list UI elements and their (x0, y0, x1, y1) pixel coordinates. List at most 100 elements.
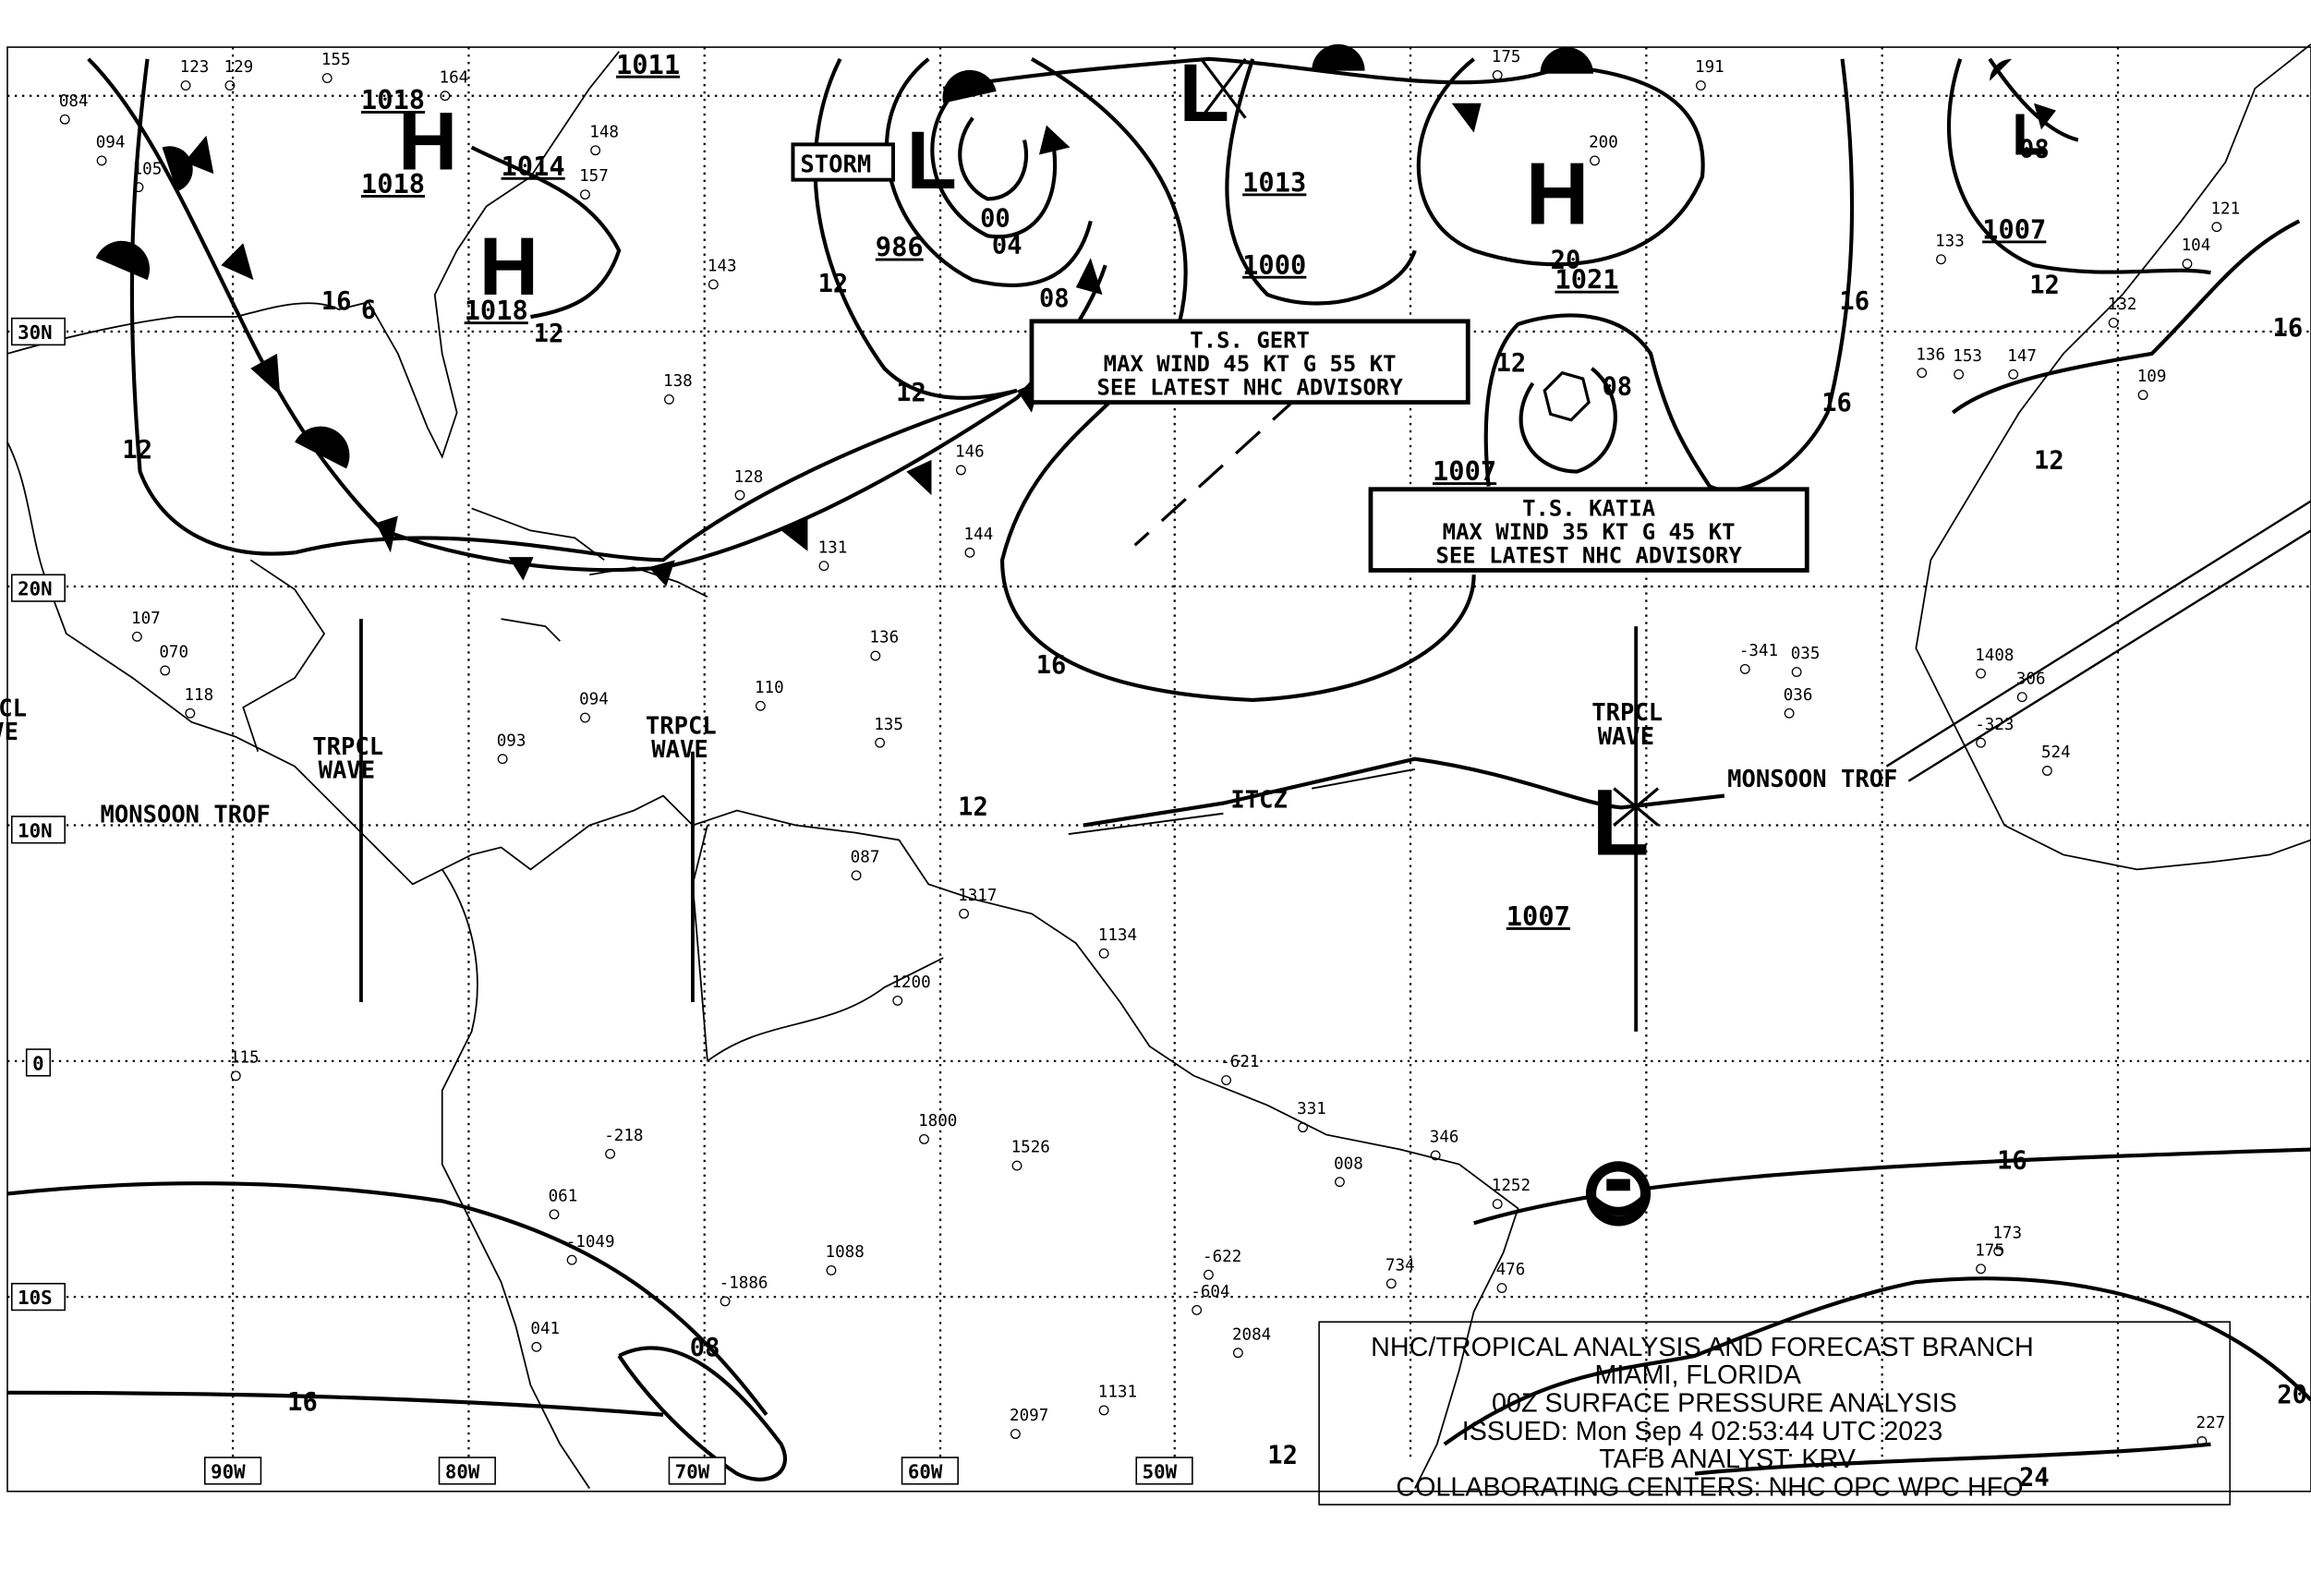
station-value: 2084 (1232, 1325, 1271, 1344)
station-marker-icon (131, 631, 142, 642)
station-value: 128 (734, 468, 764, 487)
station-marker-icon (96, 155, 107, 166)
storm-advisory: SEE LATEST NHC ADVISORY (1096, 375, 1403, 401)
station-marker-icon (180, 80, 191, 91)
station-value: 346 (1430, 1129, 1459, 1147)
station-value: 476 (1496, 1261, 1526, 1279)
station-marker-icon (1010, 1429, 1021, 1439)
station-value: 1526 (1011, 1139, 1050, 1157)
station-value: 136 (869, 629, 899, 647)
station-value: 084 (59, 92, 89, 111)
storm-advisory: SEE LATEST NHC ADVISORY (1435, 543, 1742, 569)
station-marker-icon (1098, 1405, 1109, 1416)
station-marker-icon (1011, 1160, 1022, 1171)
station-marker-icon (224, 80, 236, 91)
station-marker-icon (955, 465, 966, 476)
station-value: 2097 (1010, 1407, 1048, 1425)
station-value: 175 (1975, 1241, 2004, 1260)
station-value: 107 (131, 610, 161, 628)
station-marker-icon (1298, 1122, 1308, 1133)
longitude-labels: 90W 80W 70W 60W 50W (203, 1457, 1193, 1485)
station-value: 061 (549, 1187, 578, 1205)
tropical-wave-label: WAVE (651, 736, 708, 764)
isobar-label: 08 (1602, 373, 1632, 402)
station-marker-icon (580, 712, 590, 723)
station-value: 1408 (1975, 647, 2014, 665)
station-marker-icon (133, 182, 144, 193)
station-marker-icon (875, 737, 886, 748)
station-marker-icon (1221, 1075, 1232, 1085)
station-value: 123 (180, 58, 210, 77)
isobar-label: 6 (361, 296, 376, 325)
station-marker-icon (1739, 663, 1750, 674)
station-marker-icon (605, 1148, 616, 1159)
lat-label-0: 0 (32, 1052, 43, 1074)
station-marker-icon (919, 1133, 929, 1144)
title-line: ISSUED: Mon Sep 4 02:53:44 UTC 2023 (1462, 1417, 1942, 1446)
station-value: 008 (1334, 1155, 1363, 1173)
station-value: 164 (440, 68, 469, 87)
isobar-label: 20 (2277, 1381, 2307, 1409)
station-value: 135 (874, 716, 903, 734)
station-value: -323 (1975, 716, 2014, 734)
low-pressure-value: 1013 (1242, 166, 1306, 198)
station-value: -622 (1203, 1248, 1241, 1266)
low-pressure-value: 1007 (1982, 213, 2046, 245)
station-value: 133 (1935, 232, 1965, 250)
station-marker-icon (549, 1209, 560, 1220)
ts-katia-box: T.S. KATIA MAX WIND 35 KT G 45 KT SEE LA… (1368, 487, 1809, 573)
station-marker-icon (580, 189, 590, 200)
station-marker-icon (185, 707, 196, 719)
station-value: 093 (497, 732, 526, 750)
station-value: -218 (604, 1127, 643, 1145)
low-center-5: L (2012, 102, 2048, 168)
isobar-label: 12 (1496, 349, 1527, 378)
high-pressure-value: 1018 (361, 168, 425, 200)
low-pressure-value: 1007 (1506, 901, 1570, 932)
station-marker-icon (2137, 390, 2148, 401)
station-value: 035 (1791, 645, 1821, 663)
isobar-label: 12 (534, 320, 564, 348)
isobar-label: 12 (1267, 1441, 1298, 1469)
tropical-wave-label: WAVE (1598, 723, 1654, 751)
station-value: 173 (1992, 1224, 2022, 1242)
station-value: 110 (755, 679, 784, 697)
station-value: 524 (2041, 744, 2071, 762)
isobar-label: 16 (1821, 389, 1852, 417)
station-marker-icon (1976, 737, 1986, 748)
isobar-label: 24 (2019, 1463, 2050, 1492)
map-frame (6, 46, 2311, 1493)
station-value: 136 (1916, 345, 1945, 364)
station-marker-icon (1492, 1199, 1503, 1210)
isobar-label: 16 (1997, 1146, 2027, 1175)
storm-label: STORM (800, 151, 871, 179)
latitude-labels: 30N 20N 10N 0 10S (10, 317, 67, 1312)
pressure-centers: H 1018 1018 1014 H 1018 1011 L STORM 986… (361, 46, 2048, 932)
low-center-storm: L (906, 114, 957, 206)
station-marker-icon (1232, 1348, 1243, 1359)
low-pressure-value: 1000 (1242, 249, 1306, 281)
station-marker-icon (2041, 766, 2052, 776)
tropical-wave-label: TRPCL (646, 713, 717, 741)
title-line: NHC/TROPICAL ANALYSIS AND FORECAST BRANC… (1371, 1333, 2034, 1362)
station-marker-icon (2196, 1436, 2208, 1446)
station-marker-icon (826, 1264, 837, 1276)
fronts (87, 43, 2311, 1032)
tropical-wave-label: WAVE (0, 719, 18, 746)
station-value: 146 (955, 443, 985, 462)
title-line: TAFB ANALYST: KRV (1599, 1445, 1857, 1474)
title-block: NHC/TROPICAL ANALYSIS AND FORECAST BRANC… (1318, 1321, 2232, 1505)
station-marker-icon (664, 393, 674, 405)
station-marker-icon (1784, 707, 1795, 719)
station-value: 1088 (826, 1243, 865, 1262)
station-marker-icon (2182, 259, 2193, 270)
station-marker-icon (720, 1296, 731, 1307)
station-value: -621 (1220, 1053, 1259, 1071)
station-value: 118 (184, 686, 213, 705)
station-marker-icon (440, 91, 451, 102)
station-value: 1317 (958, 887, 997, 905)
station-marker-icon (566, 1254, 577, 1265)
isobar-label: 16 (287, 1388, 318, 1417)
ts-gert-box: T.S. GERT MAX WIND 45 KT G 55 KT SEE LAT… (1029, 319, 1470, 405)
title-line: 00Z SURFACE PRESSURE ANALYSIS (1492, 1389, 1957, 1419)
